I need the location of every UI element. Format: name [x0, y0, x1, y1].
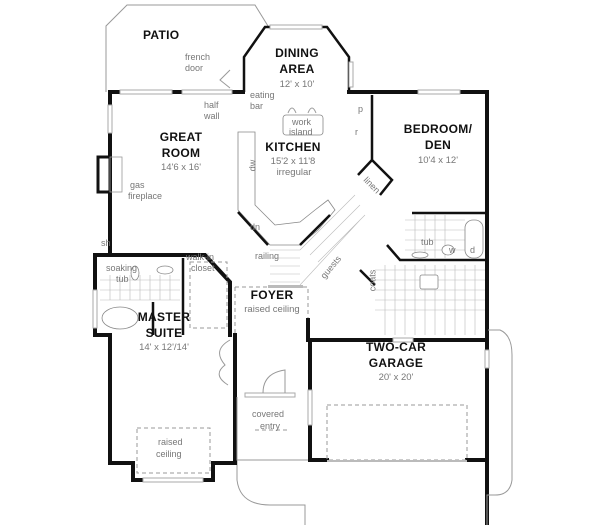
great-room-dims: 14'6 x 16' [160, 162, 202, 173]
half-wall-note-1: half [204, 100, 219, 110]
covered-entry-label-2: entry [260, 421, 281, 431]
soaking-tub-label-2: tub [116, 274, 129, 284]
work-island-note-2: island [289, 127, 313, 137]
raised-ceiling-outline [136, 427, 211, 474]
master-raised-ceiling-1: raised [158, 437, 183, 447]
master-dims: 14' x 12'/14' [139, 342, 189, 353]
laundry-tile [375, 265, 485, 335]
dining-side-window [348, 61, 354, 88]
shower-label: sh [101, 238, 111, 248]
great-room-west-window [107, 104, 113, 134]
pantry-label: p [358, 104, 364, 114]
stairs-down-label: dn [250, 222, 261, 232]
entry-door-swing [262, 369, 286, 394]
bedroom-dims: 10'4 x 12' [417, 155, 459, 166]
master-label-line2: SUITE [145, 326, 183, 340]
covered-entry-outline [236, 397, 308, 461]
master-bath-tile [100, 265, 180, 330]
kitchen-dims: 15'2 x 11'8 [270, 156, 316, 167]
dining-dims: 12' x 10' [279, 79, 315, 90]
patio-outline [105, 4, 269, 92]
french-door-note-1: french [185, 52, 211, 62]
patio-label: PATIO [143, 28, 180, 42]
fireplace [96, 155, 112, 194]
dining-window [269, 24, 323, 30]
refrigerator-label: r [355, 127, 358, 137]
driveway-outline [236, 329, 513, 525]
garage-dims: 20' x 20' [378, 372, 414, 383]
dining-label-line2: AREA [279, 62, 315, 76]
linen-wall [357, 159, 373, 176]
master-window [142, 477, 204, 483]
dishwasher-label: dw [247, 159, 258, 172]
laundry-wall [359, 269, 376, 286]
half-wall-note-2: wall [204, 111, 220, 121]
coats-closet-label: coats [367, 269, 378, 292]
work-island-note-1: work [292, 117, 312, 127]
gas-fireplace-note-2: fireplace [128, 191, 163, 201]
washer-label: w [449, 245, 456, 255]
eating-bar-note-1: eating [250, 90, 275, 100]
garage-east-door [484, 349, 490, 369]
kitchen-counter [237, 131, 336, 246]
foyer-label: FOYER [250, 288, 294, 302]
french-door-swing [219, 69, 231, 89]
soaking-tub-label-1: soaking [106, 263, 138, 273]
garage-south-east [465, 338, 489, 462]
foyer-raised-ceiling: raised ceiling [244, 304, 300, 315]
great-room-label-line2: ROOM [161, 146, 201, 160]
garage-west-wall [308, 338, 329, 462]
garage-side-window [307, 389, 313, 426]
master-bath-divider [151, 258, 185, 335]
fireplace-hearth [109, 156, 123, 193]
gas-fireplace-note-1: gas [130, 180, 145, 190]
dryer-label: d [470, 245, 476, 255]
master-wall-west [93, 253, 237, 482]
great-room-label-line1: GREAT [159, 130, 203, 144]
stair-wall [237, 211, 331, 246]
railing-line [268, 285, 303, 288]
foyer-outline [234, 286, 309, 340]
walk-in-closet-outline [189, 261, 228, 329]
covered-entry-wall [233, 318, 310, 397]
tub-label: tub [421, 237, 434, 247]
eating-bar-note-2: bar [250, 101, 264, 111]
master-bath-window [92, 289, 98, 329]
bar-stools [287, 107, 317, 114]
master-label-line1: MASTER [137, 310, 191, 324]
french-door-note-2: door [185, 63, 204, 73]
covered-entry-label-1: covered [252, 409, 285, 419]
work-island [282, 114, 324, 136]
hall-bath-tile [405, 215, 484, 259]
walkin-closet-label-1: walk-in [186, 252, 215, 262]
bath-wall [386, 244, 487, 262]
garage-label-line1: TWO-CAR [365, 340, 427, 354]
bedroom-closet-wall [370, 95, 394, 196]
master-door-swing [218, 339, 231, 386]
great-room-window-1 [119, 89, 173, 95]
garage-door-top [392, 337, 414, 343]
master-raised-ceiling-2: ceiling [156, 449, 182, 459]
bedroom-window [417, 89, 461, 95]
railing-label: railing [255, 251, 280, 261]
bedroom-label-line2: DEN [424, 138, 452, 152]
entry-door [244, 392, 296, 398]
garage-label-line2: GARAGE [368, 356, 424, 370]
bedroom-label-line1: BEDROOM/ [403, 122, 473, 136]
kitchen-label: KITCHEN [265, 140, 321, 154]
garage-door-outline [326, 404, 468, 461]
master-bath-wall [93, 253, 232, 337]
great-room-window-2 [181, 89, 233, 95]
kitchen-dims-irregular: irregular [276, 167, 312, 178]
dining-label-line1: DINING [275, 46, 319, 60]
stairs [270, 194, 366, 286]
walkin-closet-label-2: closet [191, 263, 215, 273]
